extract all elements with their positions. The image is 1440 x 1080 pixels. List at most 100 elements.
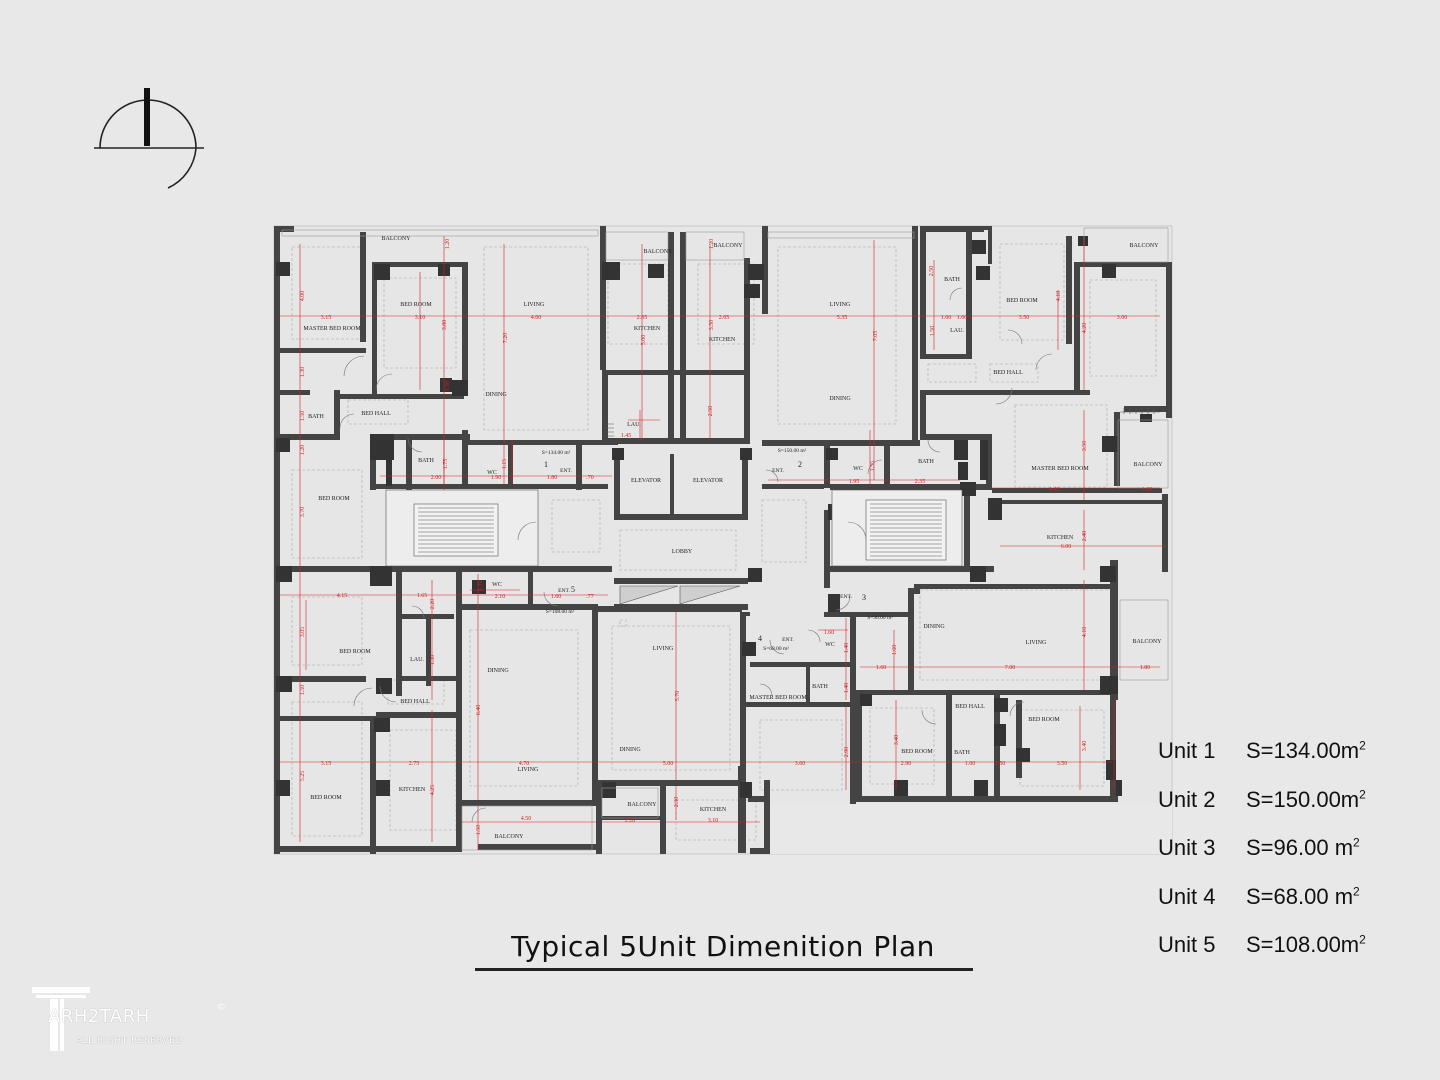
room-label: BED ROOM: [318, 496, 350, 502]
unit-tag: 5: [571, 585, 575, 594]
room-label: DINING: [485, 392, 507, 398]
dimension-label: 1.60: [892, 645, 898, 656]
dimension-label: 1.60: [1142, 487, 1153, 493]
dimension-label: 2.40: [1082, 531, 1088, 542]
room-label: BALCONY: [1132, 639, 1162, 645]
dimension-label: 4.00: [300, 291, 306, 302]
unit-tag: S=108.00 m²: [546, 609, 575, 615]
dimension-label: 2.50: [929, 266, 935, 277]
dimension-label: 3.15: [321, 761, 332, 767]
legend-unit-sup: 2: [1359, 738, 1366, 753]
room-label: WC: [853, 466, 863, 472]
unit-tag: S=150.00 m²: [778, 448, 807, 454]
room-label: BALCONY: [494, 834, 524, 840]
room-label: LIVING: [524, 302, 545, 308]
dimension-label: 1.60: [941, 315, 952, 321]
dimension-label: 1.40: [844, 683, 850, 694]
room-label: BATH: [812, 684, 828, 690]
dimension-label: 4.50: [521, 816, 532, 822]
logo-copyright: ©: [218, 1002, 225, 1012]
unit-tag: ENT.: [782, 637, 794, 643]
room-label: MASTER BED ROOM: [749, 695, 807, 701]
dimension-label: .77: [586, 594, 594, 600]
dimension-label: 1.20: [445, 239, 451, 250]
room-label: BALCONY: [1129, 243, 1159, 249]
dimension-label: 4.10: [1056, 291, 1062, 302]
dimension-label: 1.55: [870, 461, 876, 472]
unit-tag: ENT.: [772, 468, 784, 474]
room-label: BED HALL: [955, 704, 985, 710]
dimension-label: 1.95: [849, 479, 860, 485]
dimension-label: 4.40: [1049, 487, 1060, 493]
unit-tag: S=96.00 m²: [867, 615, 893, 621]
room-label: MASTER BED ROOM: [1031, 466, 1089, 472]
room-label: KITCHEN: [1047, 535, 1074, 541]
room-labels: BALCONY BED ROOM LIVING BALCONY BALCONY …: [303, 236, 1163, 840]
dimension-label: 6.00: [1061, 544, 1072, 550]
room-label: WC: [492, 582, 502, 588]
room-label: ELEVATOR: [631, 478, 661, 484]
unit-tag: ENT.: [840, 594, 852, 600]
dimension-label: 2.65: [719, 315, 730, 321]
dimension-label: 1.65: [417, 593, 428, 599]
unit-tag: ENT.: [560, 468, 572, 474]
room-label: BED ROOM: [1006, 298, 1038, 304]
room-label: DINING: [487, 668, 509, 674]
dimension-label: 2.50: [708, 406, 714, 417]
dimension-label: 1.50: [930, 326, 936, 337]
dimension-label: 5.70: [675, 691, 681, 702]
dimension-label: 3.50: [1082, 441, 1088, 452]
dimension-label: 6.40: [476, 705, 482, 716]
dimension-label: 2.20: [430, 599, 436, 610]
room-label: BALCONY: [627, 802, 657, 808]
stair-icon: [385, 408, 1160, 605]
room-label: BED ROOM: [901, 749, 933, 755]
room-label: MASTER BED ROOM: [303, 326, 361, 332]
room-label: LIVING: [518, 767, 539, 773]
dimension-label: 3.60: [795, 761, 806, 767]
dimension-label: 5.35: [837, 315, 848, 321]
room-label: BALCONY: [713, 243, 743, 249]
dimension-label: 1.40: [844, 643, 850, 654]
dimension-lines: [280, 236, 1166, 850]
room-label: BED HALL: [993, 370, 1023, 376]
dimension-label: 1.20: [709, 239, 715, 250]
dimension-label: 4.10: [1082, 627, 1088, 638]
logo-subtitle: ALL RIGHT RESERVED: [76, 1036, 183, 1046]
legend-unit-label: Unit 4: [1158, 883, 1216, 909]
door-swing-icon: [339, 287, 1053, 823]
dimension-label: 3.50: [1057, 761, 1068, 767]
balcony-rails: [281, 227, 1169, 851]
dimension-label: 7.20: [503, 333, 509, 344]
room-label: BED HALL: [361, 411, 391, 417]
dimension-label: 4.15: [337, 593, 348, 599]
dimension-label: 7.05: [873, 331, 879, 342]
room-label: BATH: [954, 750, 970, 756]
room-label: DINING: [829, 396, 851, 402]
dimension-label: 3.05: [300, 627, 306, 638]
dimension-label: 3.40: [1082, 741, 1088, 752]
room-label: LAU.: [627, 422, 641, 428]
dimension-label: 3.00: [1117, 315, 1128, 321]
unit-tag: ENT.: [558, 588, 570, 594]
dimension-label: 1.20: [300, 445, 306, 456]
dimension-labels: 1.20 1.20 3.15 3.10 4.60 2.65 2.65 5.35 …: [300, 239, 1152, 836]
north-arrow-icon: [94, 88, 204, 189]
room-label: BED HALL: [400, 699, 430, 705]
legend-unit-label: Unit 3: [1158, 835, 1216, 860]
dimension-label: 1.45: [621, 433, 632, 439]
dimension-label: 1.60: [551, 594, 562, 600]
room-label: BED ROOM: [1028, 717, 1060, 723]
dimension-label: 2.35: [915, 479, 926, 485]
legend-unit-area: S=150.00m: [1246, 786, 1360, 812]
legend-unit-label: Unit 1: [1158, 738, 1216, 763]
legend-unit-label: Unit 5: [1158, 932, 1216, 957]
dimension-label: 2.90: [901, 761, 912, 767]
dimension-label: 2.50: [995, 761, 1006, 767]
legend-unit-sup: 2: [1359, 787, 1366, 802]
walls: [274, 226, 1172, 854]
room-label: BATH: [418, 458, 434, 464]
room-label: BALCONY: [643, 249, 673, 255]
